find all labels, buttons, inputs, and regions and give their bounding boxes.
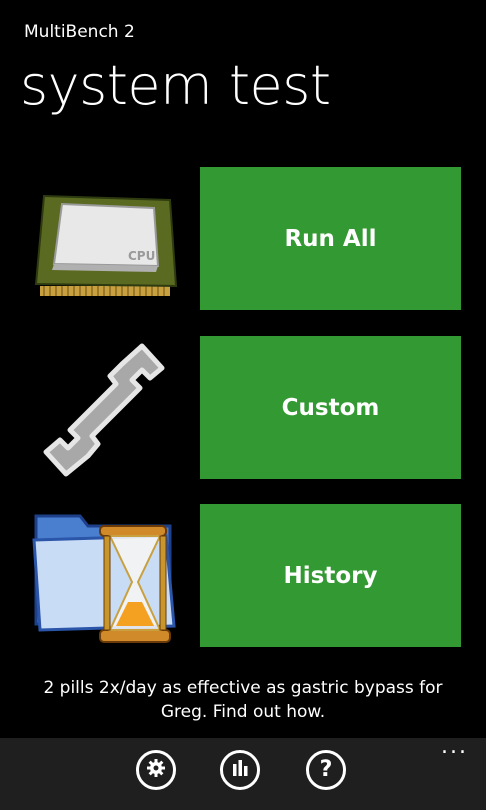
app-bar: ? ... (0, 734, 486, 810)
custom-tile[interactable]: Custom (200, 336, 461, 479)
more-options-button[interactable]: ... (441, 734, 468, 759)
ad-banner[interactable]: 2 pills 2x/day as effective as gastric b… (0, 676, 486, 724)
app-title: MultiBench 2 (24, 22, 135, 42)
cpu-chip-icon: CPU (30, 168, 182, 313)
bar-chart-icon (230, 758, 250, 782)
ad-line-2: Greg. Find out how. (160, 702, 326, 722)
run-all-tile[interactable]: Run All (200, 167, 461, 310)
wrench-icon (30, 338, 182, 483)
folder-hourglass-icon (30, 506, 182, 651)
ad-line-1: 2 pills 2x/day as effective as gastric b… (43, 678, 443, 698)
settings-button[interactable] (136, 750, 176, 790)
page-title: system test (20, 54, 331, 117)
custom-label: Custom (281, 394, 380, 421)
history-tile[interactable]: History (200, 504, 461, 647)
run-all-label: Run All (284, 225, 377, 252)
stats-button[interactable] (220, 750, 260, 790)
help-button[interactable]: ? (306, 750, 346, 790)
history-label: History (283, 562, 378, 589)
gear-icon (146, 758, 166, 782)
help-icon: ? (319, 757, 333, 782)
svg-text:CPU: CPU (128, 249, 155, 263)
